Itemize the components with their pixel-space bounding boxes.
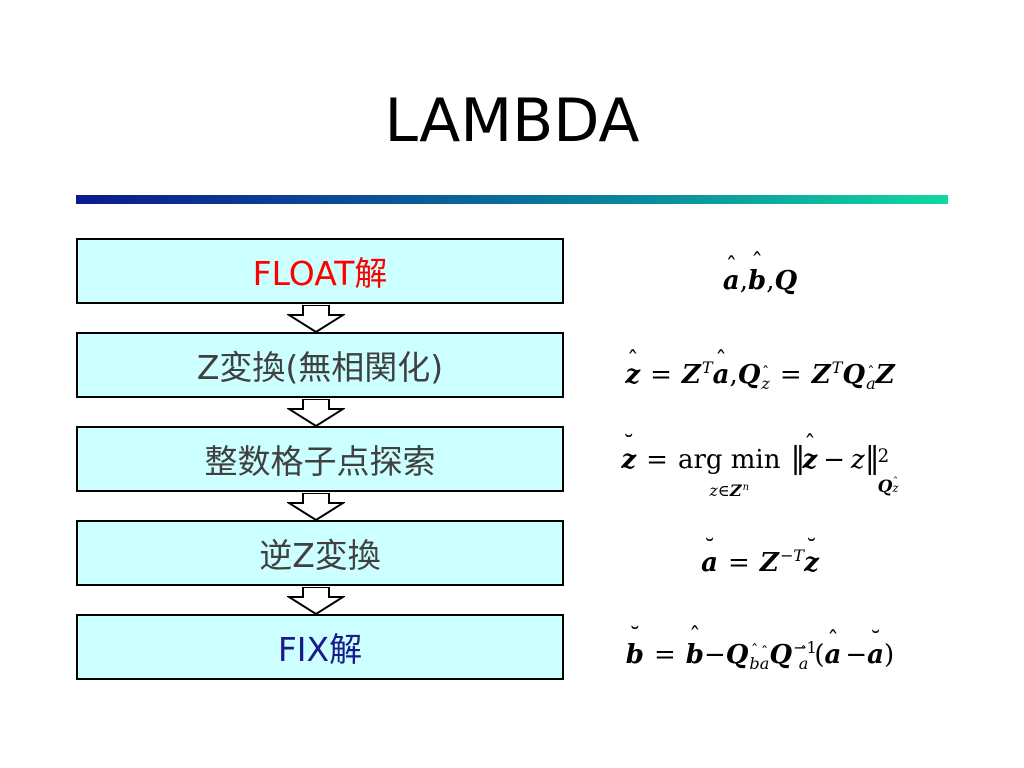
b-hat-sub: b	[749, 654, 759, 673]
down-arrow-icon	[287, 399, 345, 427]
formula-z-transform: z = Z T a , Q z = Z T Q a Z	[570, 342, 950, 408]
equals: =	[650, 360, 672, 390]
a-hat-symbol: a	[713, 360, 730, 390]
down-arrow-icon	[287, 493, 345, 521]
transpose-sup: T	[701, 358, 713, 378]
under-z-matrix: Z	[729, 480, 742, 500]
inverse-transpose-sup: −T	[779, 546, 805, 566]
a-hat-sub: a	[760, 654, 770, 673]
z-hat-symbol: z	[625, 360, 640, 390]
norm-left: ‖	[790, 440, 806, 476]
norm-power: 2	[877, 445, 890, 467]
a-hat-symbol: a	[825, 640, 842, 670]
z-symbol: z	[851, 444, 865, 475]
equals: =	[728, 548, 750, 578]
step-integer-search-label: 整数格子点探索	[204, 442, 436, 481]
q-sub: Q	[877, 476, 893, 497]
formula-fix: b = b − Q ba Q −1 a ( a − a )	[570, 622, 950, 688]
equals: =	[653, 640, 676, 670]
q-symbol: Q	[769, 640, 792, 670]
minus: −	[845, 640, 868, 670]
down-arrow-icon	[287, 587, 345, 615]
min-text: min	[730, 444, 781, 475]
step-float-solution: FLOAT解	[76, 238, 564, 304]
z-hat-sub: z	[892, 482, 898, 495]
element-of: ∈	[717, 480, 730, 500]
z-breve-symbol: z	[621, 445, 636, 475]
comma: ,	[739, 266, 748, 296]
transpose-sup: T	[831, 358, 843, 378]
a-hat-sub: a	[866, 374, 876, 393]
z-hat-symbol: z	[802, 445, 817, 475]
q-symbol: Q	[737, 360, 761, 390]
a-breve-symbol: a	[701, 548, 718, 578]
norm-right: ‖	[864, 440, 880, 476]
paren-right: )	[884, 640, 895, 670]
b-breve-symbol: b	[626, 640, 644, 670]
step-inverse-z-transform: 逆Z変換	[76, 520, 564, 586]
step-float-label: FLOAT解	[252, 254, 388, 293]
q-symbol: Q	[774, 266, 798, 296]
arg-text: arg	[677, 444, 723, 475]
q-symbol: Q	[842, 360, 866, 390]
argmin-subscript: z∈Zn	[709, 480, 750, 500]
z-matrix-symbol: Z	[875, 360, 895, 390]
b-hat-symbol: b	[748, 266, 766, 296]
step-fix-solution: FIX解	[76, 614, 564, 680]
norm-scripts: 2 Qz	[878, 447, 899, 494]
comma: ,	[766, 266, 775, 296]
a-hat-sub: a	[799, 654, 809, 673]
formula-inverse-z: a = Z −T z	[570, 530, 950, 596]
under-n: n	[742, 481, 750, 493]
under-z: z	[709, 480, 718, 500]
minus: −	[703, 640, 726, 670]
z-matrix-symbol: Z	[759, 548, 779, 578]
slide-title: LAMBDA	[384, 86, 640, 156]
z-hat-sub: z	[761, 374, 770, 393]
step-fix-label: FIX解	[277, 630, 363, 669]
a-hat-symbol: a	[723, 266, 740, 296]
equals: =	[779, 360, 802, 390]
z-matrix-symbol: Z	[681, 360, 701, 390]
down-arrow-icon	[287, 305, 345, 333]
minus: −	[823, 444, 846, 475]
step-integer-search: 整数格子点探索	[76, 426, 564, 492]
z-matrix-symbol: Z	[811, 360, 831, 390]
argmin-operator: arg min z∈Zn	[678, 447, 781, 499]
paren-left: (	[814, 640, 825, 670]
formula-integer-search: z = arg min z∈Zn ‖ z − z ‖ 2 Qz	[570, 430, 950, 510]
step-z-transform-label: Z変換(無相関化)	[196, 348, 444, 387]
step-z-transform: Z変換(無相関化)	[76, 332, 564, 398]
q-symbol: Q	[725, 640, 749, 670]
z-breve-symbol: z	[804, 548, 819, 578]
a-breve-symbol: a	[867, 640, 884, 670]
step-inverse-z-label: 逆Z変換	[259, 536, 381, 575]
formula-float: a , b , Q	[570, 248, 950, 314]
b-hat-symbol: b	[686, 640, 704, 670]
comma: ,	[729, 360, 738, 390]
equals: =	[646, 444, 668, 475]
title-divider	[76, 195, 948, 204]
